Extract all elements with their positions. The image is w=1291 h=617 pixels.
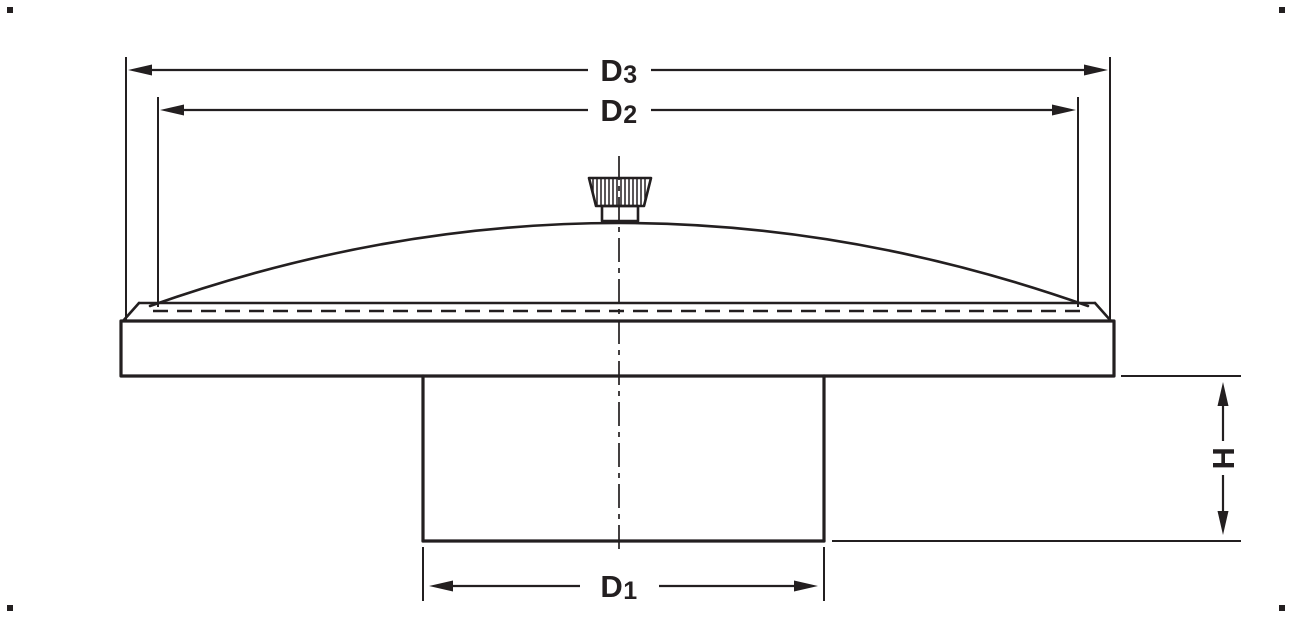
d3-arrowhead-left	[128, 64, 152, 76]
knob-knurling	[592, 178, 646, 206]
duct-collar	[421, 374, 826, 543]
dimension-d1: D1	[422, 547, 825, 605]
corner-mark-bottom-left	[7, 605, 13, 611]
h-arrowhead-up	[1217, 382, 1229, 406]
dimension-d3: D3	[125, 53, 1111, 320]
corner-mark-bottom-right	[1279, 605, 1285, 611]
dimension-h: H	[832, 375, 1241, 542]
corner-mark-top-left	[7, 7, 13, 13]
base-flange	[119, 319, 1116, 378]
vent-body	[119, 156, 1116, 549]
corner-mark-top-right	[1279, 7, 1285, 13]
dome-outline	[148, 221, 1090, 308]
dimension-label-h: H	[1206, 447, 1241, 470]
d2-arrowhead-right	[1052, 104, 1076, 116]
knob-neck	[600, 204, 640, 223]
dimension-label-d1: D1	[600, 569, 637, 605]
h-arrowhead-down	[1217, 511, 1229, 535]
dimension-label-d3: D3	[600, 53, 637, 89]
knob	[587, 176, 653, 223]
d3-arrowhead-right	[1084, 64, 1108, 76]
dimension-label-d2: D2	[600, 93, 637, 129]
d1-arrowhead-left	[429, 580, 453, 592]
dimension-d2: D2	[157, 93, 1079, 307]
d2-arrowhead-left	[160, 104, 184, 116]
d1-arrowhead-right	[794, 580, 818, 592]
dome-rim	[121, 301, 1113, 323]
corner-marks	[7, 7, 1285, 611]
rim-bevel-right	[1093, 301, 1113, 323]
